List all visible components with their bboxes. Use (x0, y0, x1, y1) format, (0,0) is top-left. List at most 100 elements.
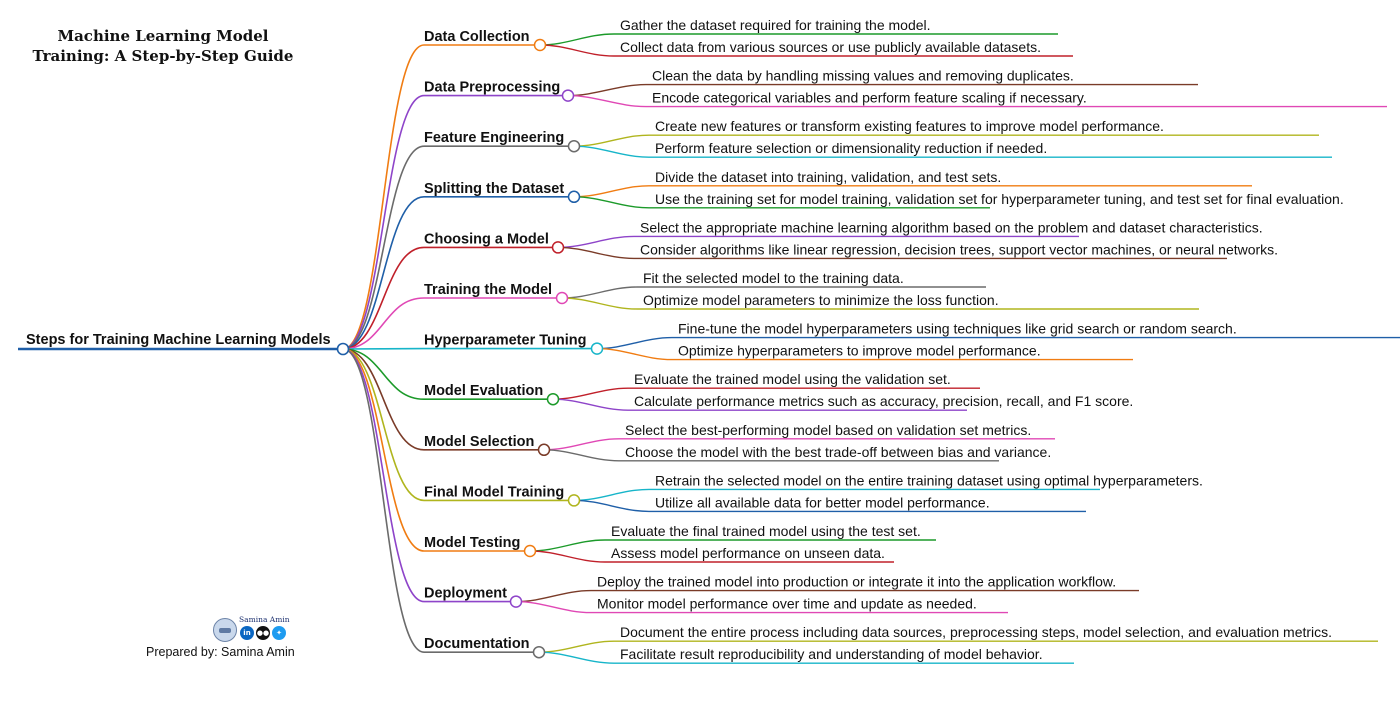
branch-label-5: Choosing a Model (424, 231, 549, 247)
branch-node-2 (561, 89, 575, 102)
leaf-connector-7-2 (596, 347, 1133, 361)
branch-label-7: Hyperparameter Tuning (424, 333, 587, 349)
leaf-connector-12-1 (515, 589, 1139, 603)
branch-label-6: Training the Model (424, 282, 552, 298)
branch-label-13: Documentation (424, 636, 530, 652)
twitter-icon[interactable]: ✦ (272, 626, 286, 640)
leaf-label-2-2: Encode categorical variables and perform… (652, 90, 1087, 106)
branch-node-4 (567, 190, 581, 204)
diagram-title: Machine Learning Model Training: A Step-… (20, 26, 306, 66)
leaf-connector-8-2 (552, 398, 967, 411)
leaf-label-10-1: Retrain the selected model on the entire… (655, 472, 1203, 488)
leaf-connector-2-1 (567, 83, 1198, 97)
leaf-connector-4-1 (573, 185, 1252, 198)
linkedin-icon[interactable]: in (240, 626, 254, 640)
branch-label-1: Data Collection (424, 29, 530, 45)
leaf-connector-6-2 (561, 297, 1199, 310)
leaf-label-2-1: Clean the data by handling missing value… (652, 68, 1074, 84)
branch-node-1 (533, 38, 547, 52)
root-node (336, 342, 350, 356)
leaf-connector-11-2 (529, 550, 894, 563)
branch-label-12: Deployment (424, 586, 507, 602)
branch-node-11 (523, 544, 537, 558)
branch-label-11: Model Testing (424, 535, 520, 551)
title-line-2: Training: A Step-by-Step Guide (32, 47, 294, 65)
branch-node-7 (590, 342, 604, 355)
leaf-label-13-2: Facilitate result reproducibility and un… (620, 646, 1043, 662)
leaf-connector-6-1 (561, 286, 986, 299)
leaf-label-13-1: Document the entire process including da… (620, 624, 1332, 640)
branch-connector-10 (342, 348, 574, 502)
root-label: Steps for Training Machine Learning Mode… (26, 332, 331, 348)
leaf-connector-7-1 (596, 336, 1400, 350)
leaf-label-3-1: Create new features or transform existin… (655, 118, 1164, 134)
medium-icon[interactable]: ●● (256, 626, 270, 640)
leaf-label-4-2: Use the training set for model training,… (655, 191, 1344, 207)
leaf-label-8-1: Evaluate the trained model using the val… (634, 371, 951, 387)
leaf-connector-2-2 (567, 94, 1387, 108)
leaf-label-11-1: Evaluate the final trained model using t… (611, 523, 921, 539)
branch-connector-5 (342, 246, 558, 350)
leaf-label-9-2: Choose the model with the best trade-off… (625, 444, 1051, 460)
leaf-label-7-1: Fine-tune the model hyperparameters usin… (678, 321, 1237, 337)
leaf-connector-3-1 (573, 134, 1319, 147)
leaf-connector-10-1 (573, 488, 1100, 502)
author-credit: Samina Amin in ●● ✦ Prepared by: Samina … (140, 612, 300, 662)
branch-connector-9 (342, 348, 544, 451)
leaf-label-12-1: Deploy the trained model into production… (597, 574, 1116, 590)
branch-node-3 (567, 139, 581, 153)
leaf-connector-4-2 (573, 196, 990, 209)
leaf-connector-9-2 (543, 449, 999, 462)
branch-connector-3 (342, 145, 574, 350)
branch-connector-1 (342, 44, 540, 350)
branch-node-8 (546, 392, 560, 406)
branch-node-6 (555, 291, 569, 305)
branch-node-10 (567, 494, 581, 507)
author-logo (213, 618, 237, 642)
branch-label-4: Splitting the Dataset (424, 181, 564, 197)
branch-label-2: Data Preprocessing (424, 80, 560, 96)
leaf-connector-9-1 (543, 438, 1055, 451)
leaf-connector-3-2 (573, 145, 1332, 158)
leaf-connector-13-2 (538, 651, 1074, 664)
leaf-label-7-2: Optimize hyperparameters to improve mode… (678, 343, 1041, 359)
branch-node-13 (532, 645, 546, 659)
label-layer: Steps for Training Machine Learning Mode… (26, 17, 1344, 662)
title-line-1: Machine Learning Model (57, 27, 269, 45)
branch-connector-2 (342, 94, 568, 350)
leaf-label-10-2: Utilize all available data for better mo… (655, 494, 990, 510)
branch-connector-8 (342, 348, 553, 400)
leaf-label-11-2: Assess model performance on unseen data. (611, 545, 885, 561)
leaf-connector-1-1 (539, 33, 1058, 46)
leaf-label-5-1: Select the appropriate machine learning … (640, 219, 1263, 235)
leaf-connector-5-1 (557, 235, 1079, 249)
node-layer (336, 38, 604, 659)
leaf-connector-8-1 (552, 387, 980, 400)
leaf-connector-10-2 (573, 499, 1086, 513)
branch-node-5 (551, 241, 565, 254)
leaf-label-1-2: Collect data from various sources or use… (620, 39, 1041, 55)
leaf-connector-12-2 (515, 600, 1008, 614)
leaf-label-6-1: Fit the selected model to the training d… (643, 270, 904, 286)
leaf-label-3-2: Perform feature selection or dimensional… (655, 140, 1047, 156)
branch-connector-13 (342, 348, 539, 653)
leaf-label-5-2: Consider algorithms like linear regressi… (640, 241, 1278, 257)
branch-connector-11 (342, 348, 530, 552)
branch-label-9: Model Selection (424, 434, 534, 450)
leaf-connector-5-2 (557, 246, 1227, 260)
leaf-label-8-2: Calculate performance metrics such as ac… (634, 393, 1133, 409)
leaf-label-12-2: Monitor model performance over time and … (597, 596, 977, 612)
leaf-label-6-2: Optimize model parameters to minimize th… (643, 292, 999, 308)
branch-connector-12 (342, 348, 516, 603)
branch-connector-6 (342, 297, 562, 350)
branch-node-9 (537, 443, 551, 457)
leaf-connector-13-1 (538, 640, 1378, 653)
leaf-label-9-1: Select the best-performing model based o… (625, 422, 1031, 438)
connector-layer (18, 33, 1400, 664)
branch-label-8: Model Evaluation (424, 383, 543, 399)
leaf-connector-1-2 (539, 44, 1073, 57)
leaf-connector-11-1 (529, 539, 936, 552)
branch-connector-4 (342, 196, 574, 350)
leaf-label-4-1: Divide the dataset into training, valida… (655, 169, 1001, 185)
